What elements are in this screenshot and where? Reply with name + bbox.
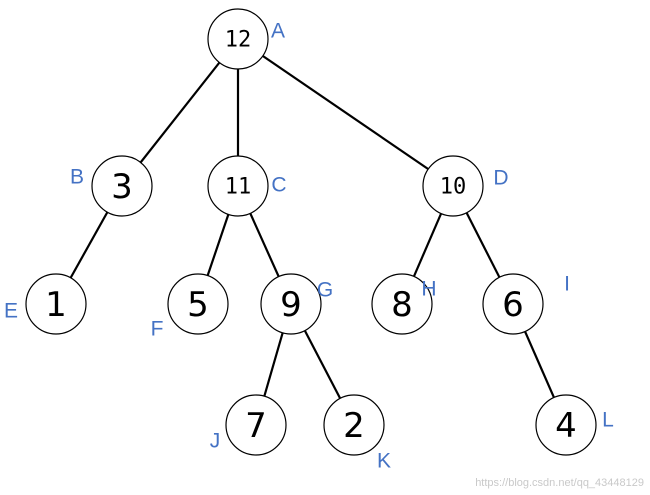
edge-a-d xyxy=(237,38,454,187)
node-tag-i: I xyxy=(564,273,570,296)
tree-node-g: 9 xyxy=(260,273,322,335)
node-value: 10 xyxy=(440,175,467,200)
node-tag-e: E xyxy=(4,300,18,323)
tree-node-a: 12 xyxy=(207,8,269,70)
node-tag-h: H xyxy=(421,278,436,301)
node-tag-d: D xyxy=(493,167,508,190)
node-tag-b: B xyxy=(70,166,84,189)
tree-node-d: 10 xyxy=(422,155,484,217)
node-value: 12 xyxy=(225,28,252,53)
node-value: 2 xyxy=(343,406,365,446)
tree-node-e: 1 xyxy=(25,273,87,335)
node-tag-g: G xyxy=(317,279,333,302)
node-circle xyxy=(535,394,597,456)
node-value: 3 xyxy=(111,167,133,207)
node-tag-c: C xyxy=(271,174,286,197)
edges-layer xyxy=(55,38,568,426)
node-value: 11 xyxy=(225,175,252,200)
node-value: 8 xyxy=(391,285,413,325)
node-value: 5 xyxy=(187,285,209,325)
node-value: 6 xyxy=(502,285,524,325)
tags-layer: A B C D E F G H I J K L xyxy=(4,20,614,473)
tree-node-h: 8 xyxy=(371,273,433,335)
node-circle xyxy=(25,273,87,335)
node-circle xyxy=(207,8,269,70)
node-circle xyxy=(371,273,433,335)
watermark-url: https://blog.csdn.net/qq_43448129 xyxy=(475,477,644,489)
tree-node-i: 6 xyxy=(482,273,544,335)
node-value: 7 xyxy=(245,406,267,446)
node-circle xyxy=(422,155,484,217)
node-tag-a: A xyxy=(271,20,285,43)
edge-a-b xyxy=(121,38,239,187)
node-circle xyxy=(225,394,287,456)
node-value: 9 xyxy=(280,285,302,325)
node-circle xyxy=(323,394,385,456)
node-circle xyxy=(260,273,322,335)
tree-node-k: 2 xyxy=(323,394,385,456)
node-circle xyxy=(167,273,229,335)
node-value: 4 xyxy=(555,406,577,446)
node-circle xyxy=(91,155,153,217)
tree-node-l: 4 xyxy=(535,394,597,456)
node-tag-k: K xyxy=(377,450,391,473)
node-tag-f: F xyxy=(151,318,164,341)
node-tag-l: L xyxy=(602,409,614,432)
node-circle xyxy=(207,155,269,217)
node-value: 1 xyxy=(45,285,67,325)
nodes-layer: 12 3 11 10 1 5 9 8 6 7 2 4 xyxy=(25,8,597,456)
node-circle xyxy=(482,273,544,335)
tree-node-j: 7 xyxy=(225,394,287,456)
tree-node-c: 11 xyxy=(207,155,269,217)
tree-node-f: 5 xyxy=(167,273,229,335)
tree-node-b: 3 xyxy=(91,155,153,217)
node-tag-j: J xyxy=(210,430,221,453)
